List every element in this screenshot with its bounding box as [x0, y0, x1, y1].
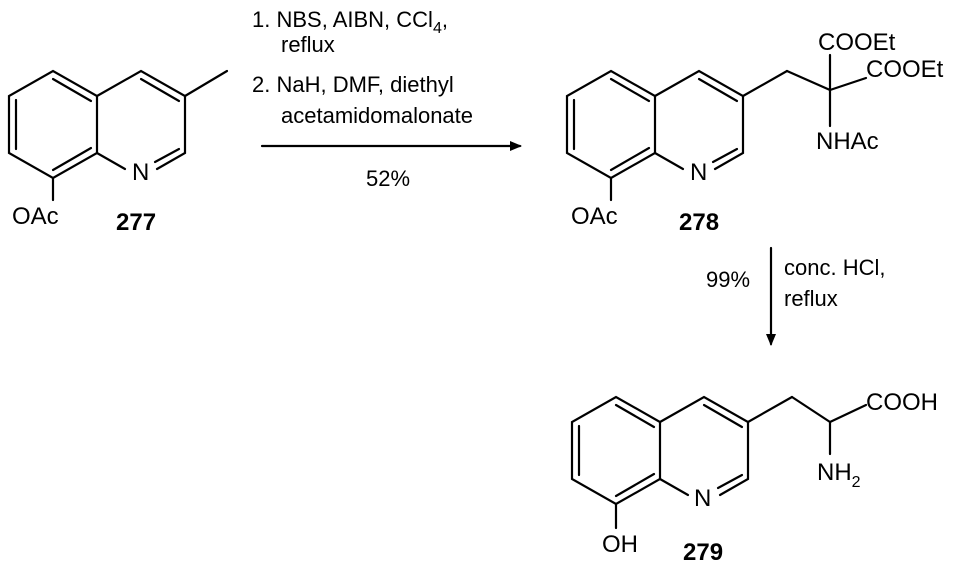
acetoxy-group-277: OAc: [12, 203, 59, 230]
compound-label-277: 277: [116, 209, 156, 236]
reaction-step-1: 1. NBS, AIBN, CCl4, reflux 2. NaH, DMF, …: [252, 7, 522, 191]
ester-group-1-278: COOEt: [818, 29, 896, 56]
carboxylic-acid-group-279: COOH: [866, 389, 938, 416]
ring-nitrogen-279: N: [694, 485, 711, 512]
step2-reagents-line2: reflux: [784, 286, 838, 311]
step2-reagents-line1: conc. HCl,: [784, 255, 885, 280]
step1-reagents-line4: acetamidomalonate: [281, 103, 473, 128]
step1-reagents-line1: 1. NBS, AIBN, CCl4,: [252, 7, 448, 37]
acetamido-group-278: NHAc: [816, 128, 879, 155]
compound-279: N COOH NH2 OH 279: [570, 389, 938, 566]
amino-group-279: NH2: [817, 459, 861, 491]
hydroxy-group-279: OH: [602, 531, 638, 558]
step1-reagents-line3: 2. NaH, DMF, diethyl: [252, 72, 454, 97]
compound-label-278: 278: [679, 209, 719, 236]
acetoxy-group-278: OAc: [571, 203, 618, 230]
quinoline-core-278: [565, 53, 868, 202]
step1-reagents-line2: reflux: [281, 32, 335, 57]
reaction-step-2: 99% conc. HCl, reflux: [706, 246, 885, 346]
compound-label-279: 279: [683, 539, 723, 566]
step1-yield: 52%: [366, 166, 410, 191]
ring-nitrogen-277: N: [132, 159, 149, 186]
ring-nitrogen-278: N: [690, 159, 707, 186]
compound-277: N OAc 277: [7, 69, 229, 236]
ester-group-2-278: COOEt: [866, 56, 944, 83]
quinoline-core-277: [7, 69, 229, 202]
quinoline-core-279: [570, 395, 868, 530]
step2-yield: 99%: [706, 267, 750, 292]
compound-278: N COOEt COOEt NHAc OAc 278: [565, 29, 944, 236]
